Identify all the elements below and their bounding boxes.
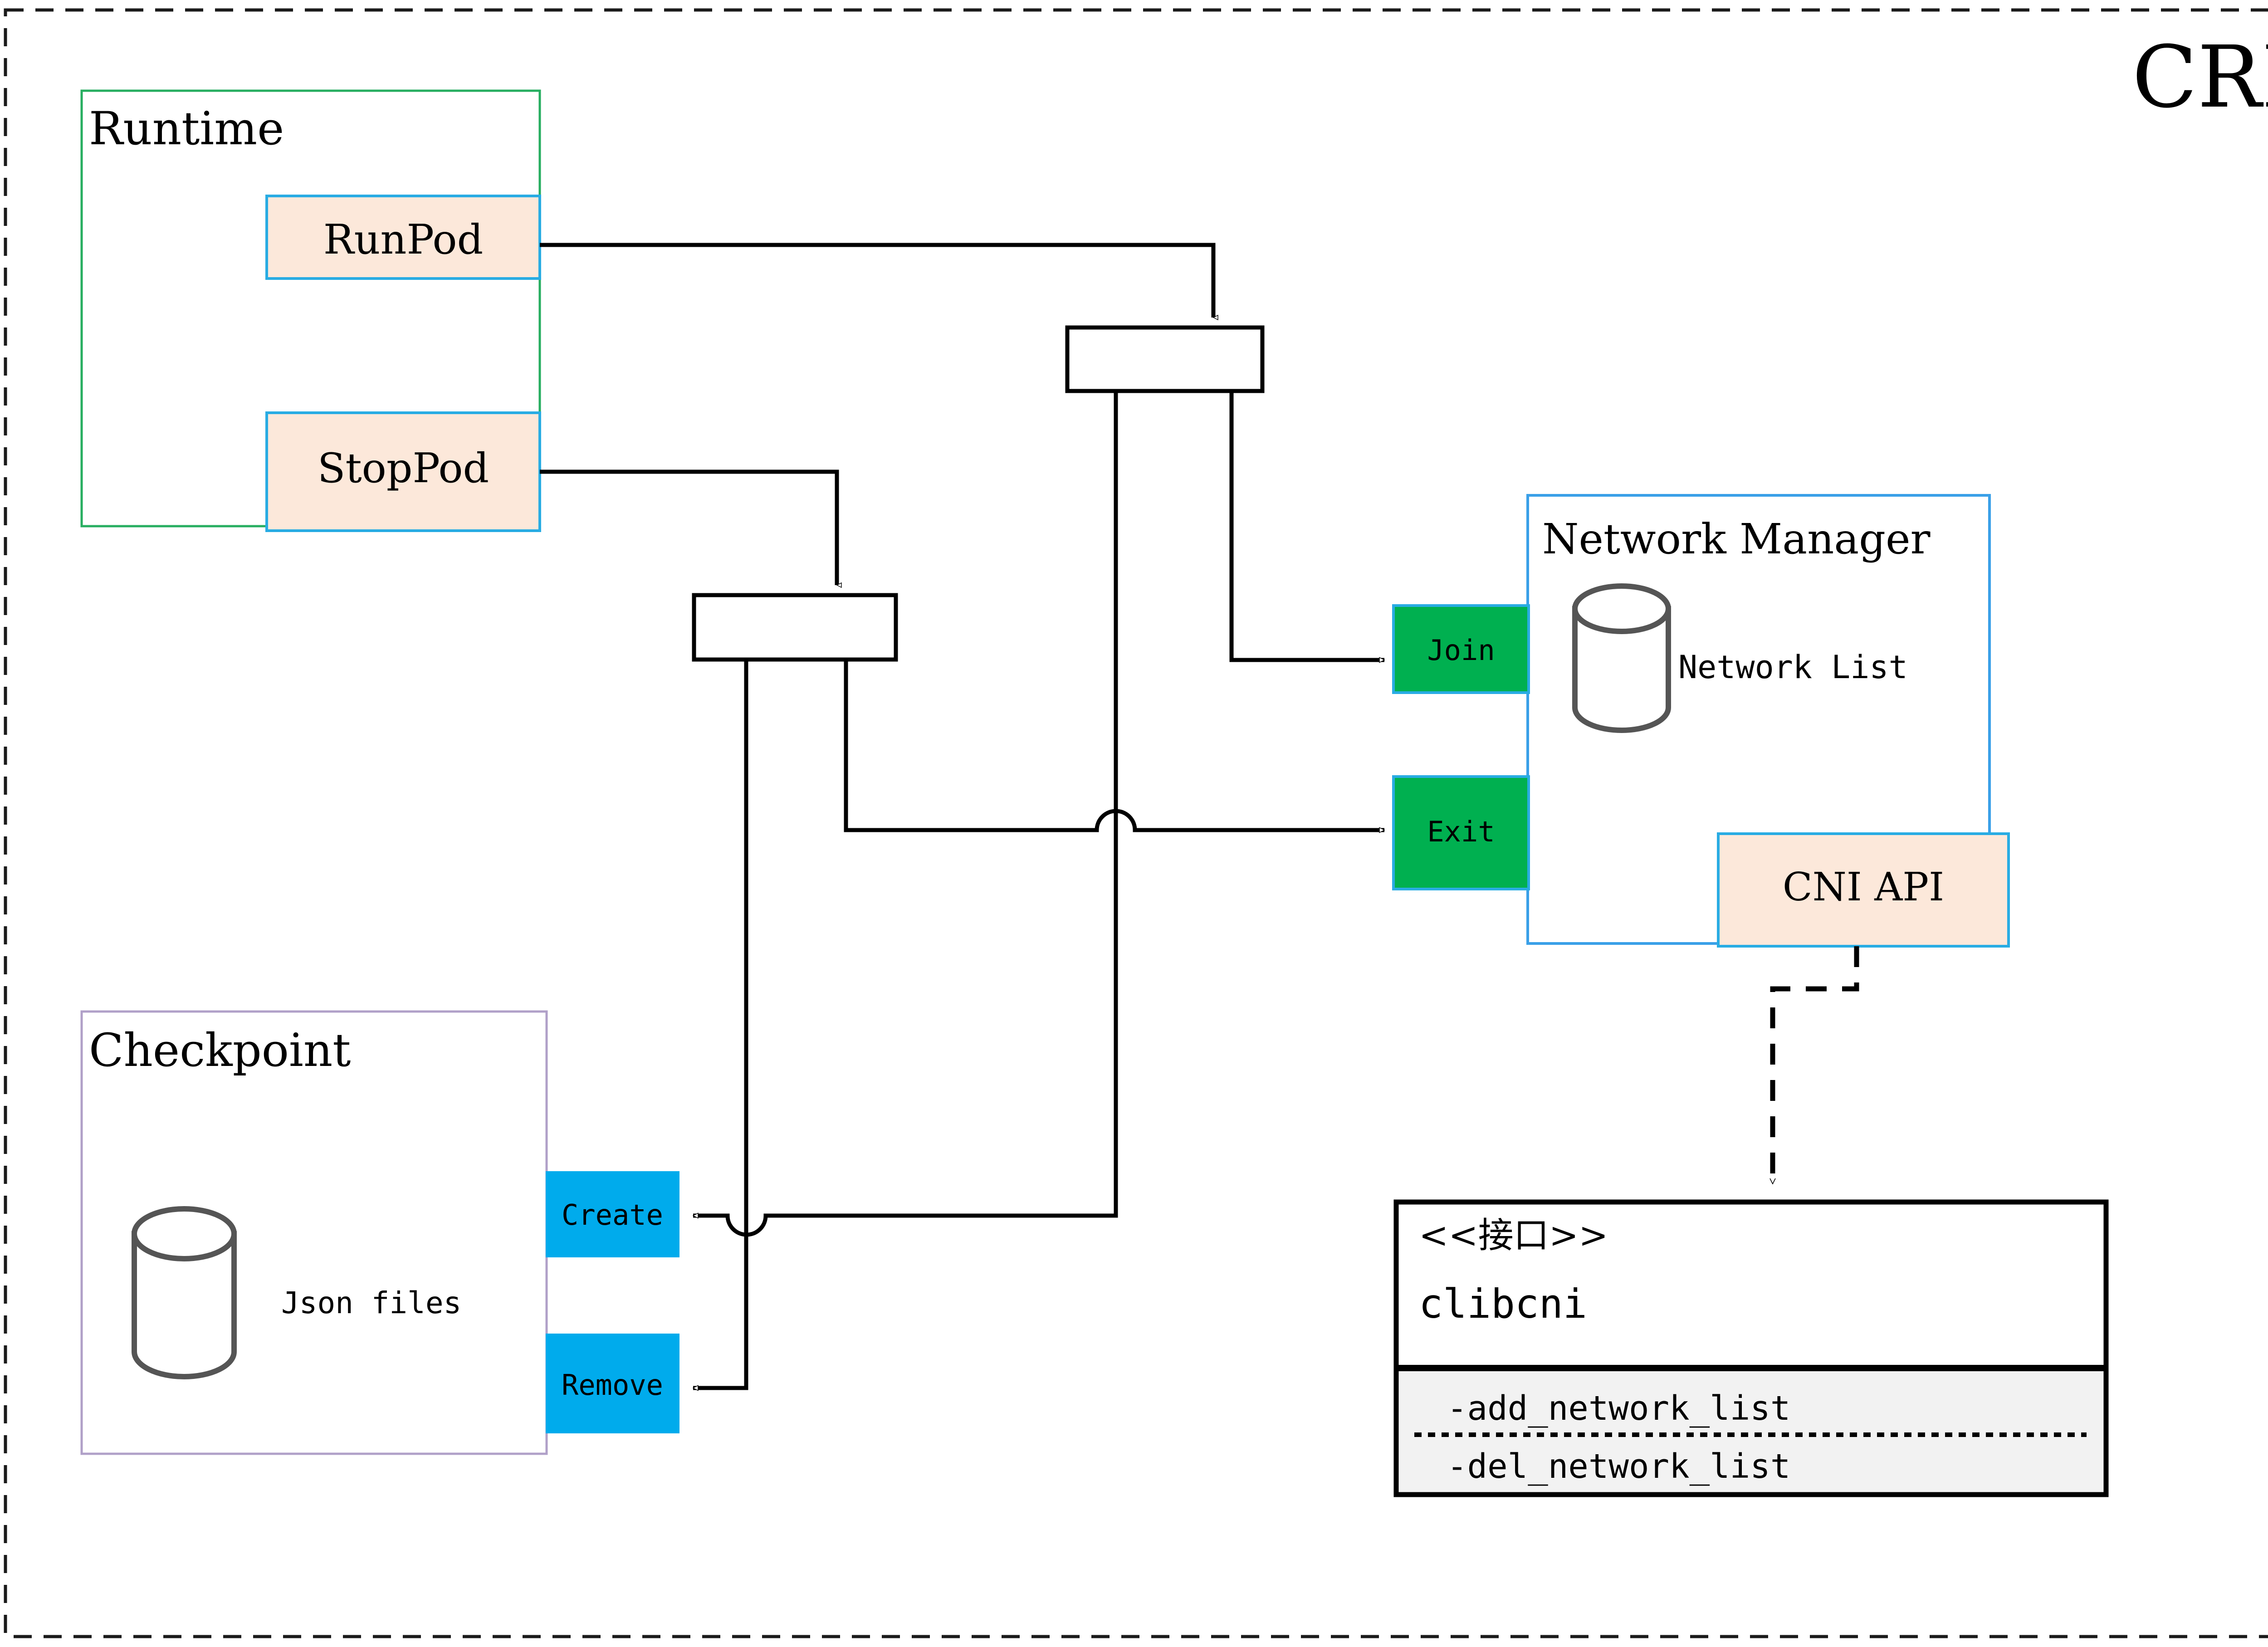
diagram-frame (4, 8, 2268, 1638)
group-checkpoint-label: Checkpoint (89, 1024, 351, 1077)
group-runtime-label: Runtime (89, 102, 284, 155)
connector-junction-bottom-to-remove (693, 660, 748, 1388)
connector-runpod-to-junction-top (540, 243, 1213, 318)
operation-join-label: Join (1427, 634, 1495, 667)
interface-method-1: -del_network_list (1447, 1447, 1790, 1486)
junction-bottom (692, 593, 898, 662)
json-files-label: Json files (281, 1285, 461, 1320)
interface-stereotype: <<接口>> (1419, 1215, 1608, 1256)
interface-clibcni-methods-section (1393, 1365, 2109, 1497)
operation-cni-api-label: CNI API (1783, 865, 1944, 910)
operation-stoppod-label: StopPod (318, 445, 489, 492)
operation-create-label: Create (562, 1198, 663, 1232)
connector-junction-top-right-to-join (1229, 391, 1384, 660)
connector-junction-bottom-to-exit (844, 660, 1384, 830)
operation-remove[interactable] (546, 1334, 679, 1433)
network-list-database-icon (1572, 583, 1671, 733)
network-list-label: Network List (1678, 649, 1908, 686)
operation-cni-api[interactable] (1717, 832, 2010, 948)
operation-exit[interactable] (1392, 775, 1530, 890)
diagram-title: CRI (2132, 28, 2268, 127)
junction-top (1065, 325, 1265, 393)
operation-join[interactable] (1392, 604, 1530, 694)
connector-cni-api-to-clibcni (1773, 946, 1859, 1184)
operation-exit-label: Exit (1427, 815, 1495, 848)
operation-runpod-label: RunPod (323, 216, 483, 264)
connector-junction-top-to-create (693, 830, 1118, 1237)
json-files-database-icon (132, 1206, 237, 1379)
interface-method-0: -add_network_list (1447, 1389, 1790, 1428)
operation-stoppod[interactable] (265, 411, 541, 532)
operation-runpod[interactable] (265, 195, 541, 280)
operation-create[interactable] (546, 1171, 679, 1257)
interface-name: clibcni (1419, 1280, 1587, 1327)
operation-remove-label: Remove (562, 1368, 663, 1402)
connector-stoppod-to-junction-bottom (540, 469, 837, 585)
group-network-manager-label: Network Manager (1542, 515, 1931, 563)
